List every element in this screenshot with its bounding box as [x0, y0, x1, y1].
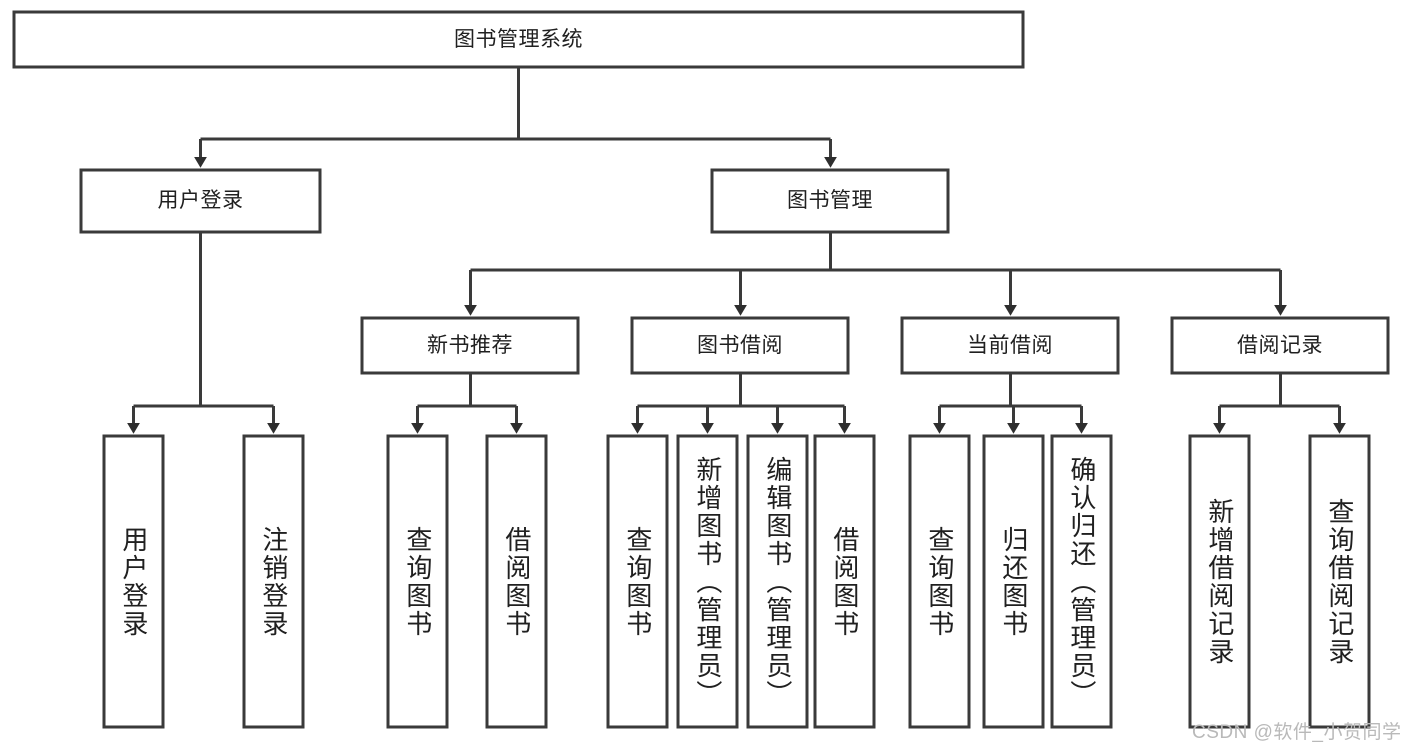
leaf-box-borrow-book-2[interactable] [813, 434, 876, 729]
node-box-book-borrow[interactable] [630, 316, 850, 375]
connectors-book-borrow-to-leaves [631, 373, 851, 434]
connectors-borrow-record-to-leaves [1213, 373, 1346, 434]
leaf-box-borrow-book-1[interactable] [485, 434, 548, 729]
connectors-user-login-to-leaves [127, 232, 280, 434]
leaf-box-query-borrow-record[interactable] [1308, 434, 1371, 729]
node-box-book-management[interactable] [710, 168, 950, 234]
leaf-box-user-login[interactable] [102, 434, 165, 729]
node-box-user-login[interactable] [79, 168, 322, 234]
leaf-box-logout[interactable] [242, 434, 305, 729]
node-box-borrow-record[interactable] [1170, 316, 1390, 375]
leaf-box-add-book[interactable] [676, 434, 739, 729]
leaf-box-query-book-3[interactable] [908, 434, 971, 729]
leaf-box-return-book[interactable] [982, 434, 1045, 729]
connectors-book-mgmt-to-level3 [464, 232, 1287, 316]
node-box-root[interactable] [12, 10, 1025, 69]
connectors-new-book-rec-to-leaves [411, 373, 523, 434]
node-box-new-book-recommend[interactable] [360, 316, 580, 375]
connectors-root-to-level2 [194, 67, 837, 168]
leaf-box-query-book-2[interactable] [606, 434, 669, 729]
leaf-box-add-borrow-record[interactable] [1188, 434, 1251, 729]
leaf-box-confirm-return[interactable] [1050, 434, 1113, 729]
leaf-box-query-book-1[interactable] [386, 434, 449, 729]
leaf-box-edit-book[interactable] [746, 434, 809, 729]
connectors-current-borrow-to-leaves [933, 373, 1088, 434]
node-box-current-borrow[interactable] [900, 316, 1120, 375]
